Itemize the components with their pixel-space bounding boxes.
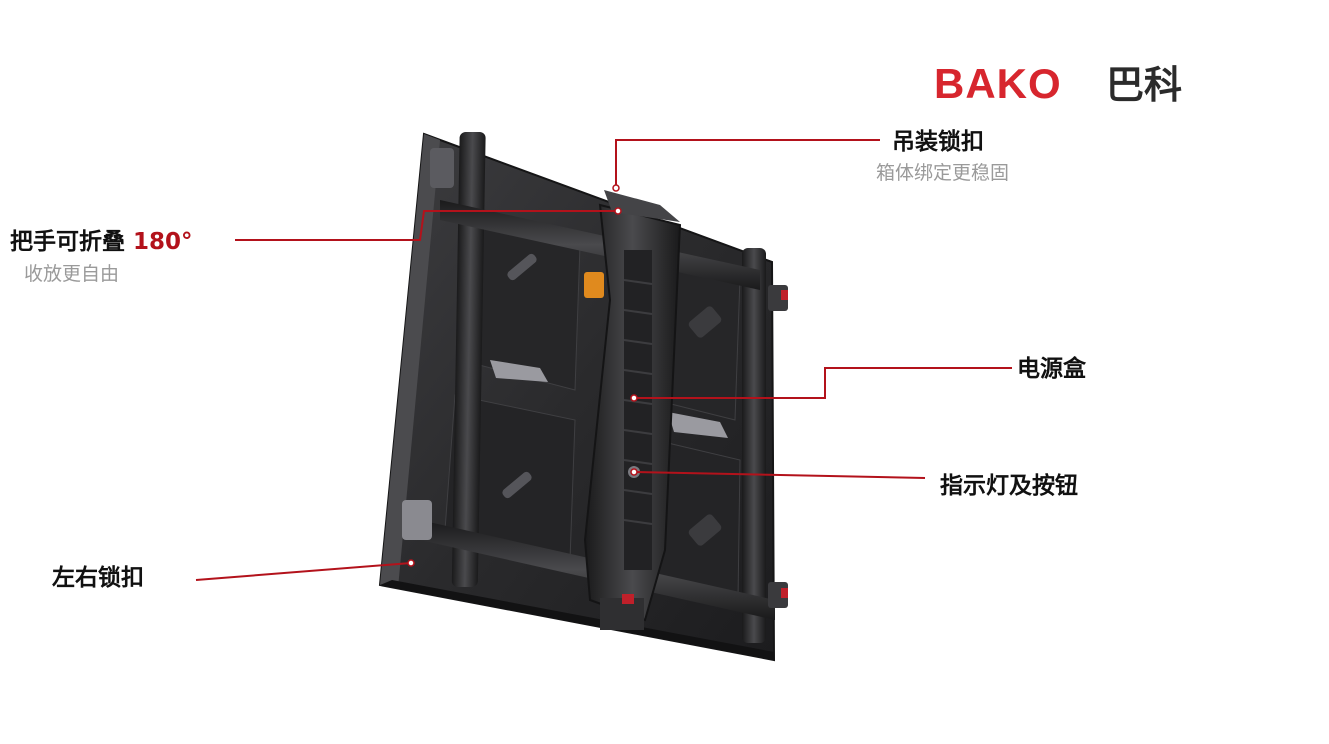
brand-logo-latin: BAKO (934, 60, 1062, 107)
callout-handle-subtitle: 收放更自由 (24, 263, 120, 285)
callout-hanging-lock-title: 吊装锁扣 (892, 129, 984, 155)
callout-handle-text: 把手可折叠 (10, 229, 125, 255)
leader-lines (195, 139, 1012, 581)
callout-power-box-title: 电源盒 (1017, 356, 1086, 382)
callout-handle-title: 把手可折叠 180° (10, 228, 193, 256)
brand-logo-cjk: 巴科 (1106, 63, 1183, 107)
power-box-shape (583, 190, 682, 630)
callout-handle-angle: 180° (133, 229, 193, 255)
callout-side-lock-title: 左右锁扣 (52, 565, 144, 591)
callout-hanging-lock-subtitle: 箱体绑定更稳固 (876, 162, 1010, 184)
callout-indicator-title: 指示灯及按钮 (940, 473, 1078, 499)
cabinet-frame (402, 132, 788, 643)
brand-logo: BAKO (934, 62, 1062, 106)
